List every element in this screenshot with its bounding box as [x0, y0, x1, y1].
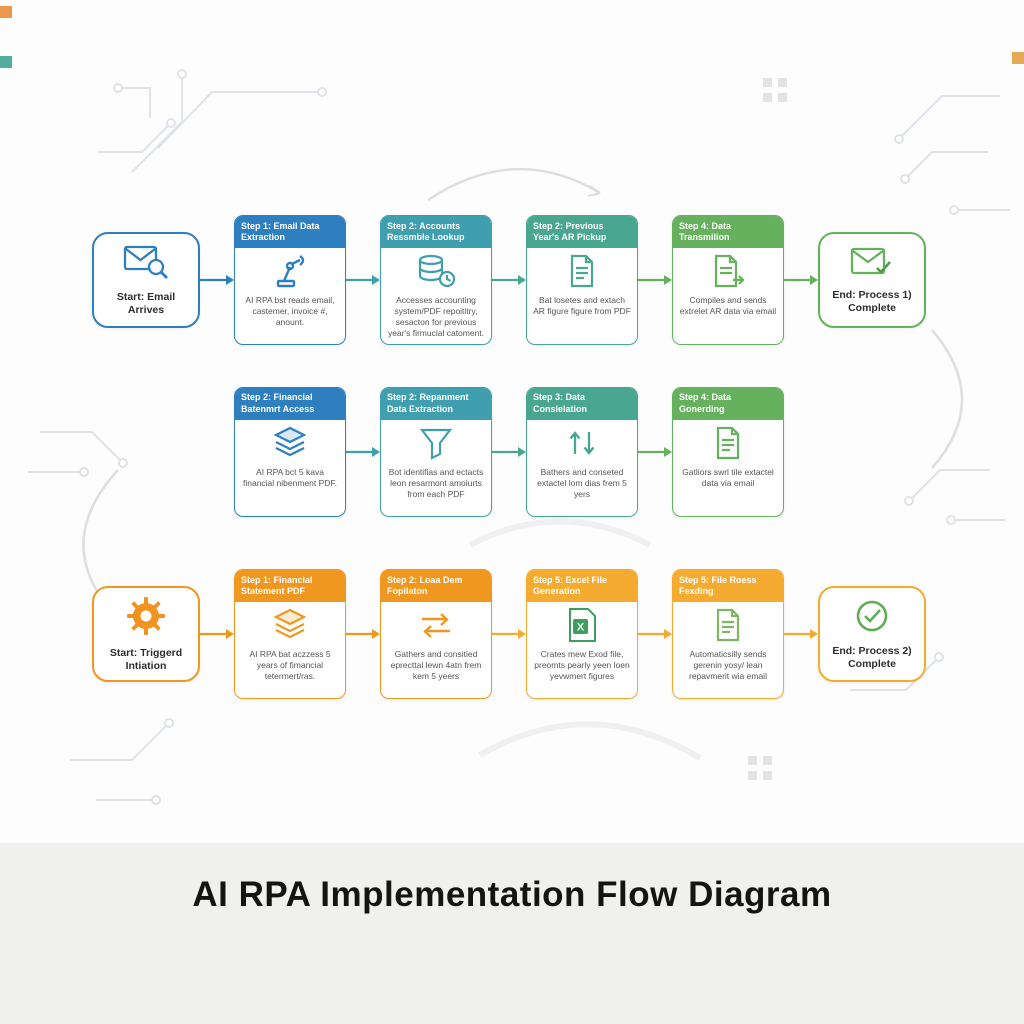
document-lines-icon	[673, 602, 783, 648]
edge-accent	[0, 6, 12, 18]
step-header: Step 4: Data Gonerding	[673, 387, 783, 420]
funnel-icon	[381, 420, 491, 466]
edge-accent	[1012, 52, 1024, 64]
gear-icon	[125, 595, 167, 642]
step-header: Step 2: Accounts Ressmble Lookup	[381, 216, 491, 248]
step-header: Step 1: Financial Statement PDF	[235, 570, 345, 602]
flow-row-1: Start: Email Arrives Step 1: Email Data …	[92, 215, 926, 345]
dot-grid-decoration	[748, 756, 772, 780]
step-header: Step 2: Previous Year's AR Pickup	[527, 216, 637, 248]
start-node-email: Start: Email Arrives	[92, 232, 200, 328]
step-card-email-extraction: Step 1: Email Data Extraction AI RPA bst…	[234, 215, 346, 345]
email-search-icon	[123, 243, 169, 286]
robot-arm-icon	[235, 248, 345, 294]
dot-grid-decoration	[763, 78, 787, 102]
step-card-statement-access: Step 2: Financial Batenmrt Access AI RPA…	[234, 386, 346, 517]
step-card-file-sending: Step 5: File Roess Fexding Automaticsill…	[672, 569, 784, 699]
flow-arrow	[492, 628, 526, 640]
step-body: Bathers and conseted extactel lom dias f…	[537, 466, 627, 499]
step-card-financial-pdf: Step 1: Financial Statement PDF AI RPA b…	[234, 569, 346, 699]
end-node-label: End: Process 1) Complete	[832, 288, 912, 314]
flow-arrow	[492, 446, 526, 458]
document-lines-icon	[673, 420, 783, 466]
flow-arrow	[638, 628, 672, 640]
email-check-icon	[850, 245, 894, 284]
end-node-process-2: End: Process 2) Complete	[818, 586, 926, 682]
flow-arrow	[346, 628, 380, 640]
step-card-data-consolidation: Step 3: Data Conslelation Bathers and co…	[526, 386, 638, 517]
flow-arrow	[638, 446, 672, 458]
step-header: Step 2: Repanment Data Extraction	[381, 387, 491, 420]
flow-arrow	[200, 628, 234, 640]
document-icon	[527, 248, 637, 294]
step-header: Step 5: File Roess Fexding	[673, 570, 783, 602]
step-body: AI RPA bst reads email, castemer, invoic…	[245, 295, 335, 328]
step-body: Gathers and consitied eprecttal lewn 4at…	[390, 649, 482, 682]
step-card-loan-data: Step 2: Loaa Dem Fopilaton Gathers and c…	[380, 569, 492, 699]
excel-file-icon: X	[527, 602, 637, 648]
edge-accent	[0, 56, 12, 68]
start-node-label: Start: Triggerd Intiation	[109, 646, 183, 672]
step-header: Step 1: Email Data Extraction	[235, 216, 345, 248]
step-body: Automaticsilly sends gerenin yosy/ lean …	[689, 649, 767, 682]
check-circle-icon	[853, 597, 891, 640]
end-node-process-1: End: Process 1) Complete	[818, 232, 926, 328]
step-body: Crates mew Exod file, preomts pearly yee…	[534, 649, 630, 682]
layers-icon	[235, 420, 345, 466]
step-card-ar-lookup: Step 2: Accounts Ressmble Lookup Accesse…	[380, 215, 492, 345]
step-card-data-sending: Step 4: Data Gonerding Gatliors swrl til…	[672, 386, 784, 517]
step-body: Bot identifias and ectacts leon resarmon…	[388, 466, 484, 499]
end-node-label: End: Process 2) Complete	[832, 644, 912, 670]
step-card-repayment-extraction: Step 2: Repanment Data Extraction Bot id…	[380, 386, 492, 517]
start-node-trigger: Start: Triggerd Intiation	[92, 586, 200, 682]
step-header: Step 5: Excel File Generation	[527, 570, 637, 602]
step-body: Bat losetes and extach AR figure figure …	[533, 295, 631, 317]
step-header: Step 4: Data Transmilion	[673, 216, 783, 248]
step-body: Accesses accounting system/PDF repoititr…	[387, 295, 485, 339]
flow-row-3: Start: Triggerd Intiation Step 1: Financ…	[92, 568, 926, 700]
step-header: Step 2: Loaa Dem Fopilaton	[381, 570, 491, 602]
database-clock-icon	[381, 248, 491, 294]
merge-arrows-icon	[527, 420, 637, 466]
step-body: Gatliors swrl tile extactel data via ema…	[682, 466, 774, 488]
flow-arrow	[638, 274, 672, 286]
document-send-icon	[673, 248, 783, 294]
flow-arrow	[200, 274, 234, 286]
step-header: Step 2: Financial Batenmrt Access	[235, 387, 345, 420]
page-title: AI RPA Implementation Flow Diagram	[192, 875, 832, 914]
start-node-label: Start: Email Arrives	[116, 290, 176, 316]
layers-icon	[235, 602, 345, 648]
flow-row-2: Step 2: Financial Batenmrt Access AI RPA…	[234, 385, 784, 518]
step-header: Step 3: Data Conslelation	[527, 387, 637, 420]
flow-arrow	[492, 274, 526, 286]
title-band: AI RPA Implementation Flow Diagram	[0, 843, 1024, 1024]
svg-text:X: X	[577, 622, 585, 634]
flow-arrow	[346, 274, 380, 286]
step-body: AI RPA bat aczzess 5 years of fimancial …	[249, 649, 331, 682]
step-card-excel-generation: Step 5: Excel File Generation X Crates m…	[526, 569, 638, 699]
flow-arrow	[346, 446, 380, 458]
swap-arrows-icon	[381, 602, 491, 648]
step-body: AI RPA bct 5 kava financial nibenment PD…	[242, 466, 338, 488]
step-card-data-transmission: Step 4: Data Transmilion Compiles and se…	[672, 215, 784, 345]
step-card-ar-pickup: Step 2: Previous Year's AR Pickup Bat lo…	[526, 215, 638, 345]
step-body: Compiles and sends extrelet AR data via …	[679, 295, 777, 317]
flow-arrow	[784, 628, 818, 640]
flow-arrow	[784, 274, 818, 286]
